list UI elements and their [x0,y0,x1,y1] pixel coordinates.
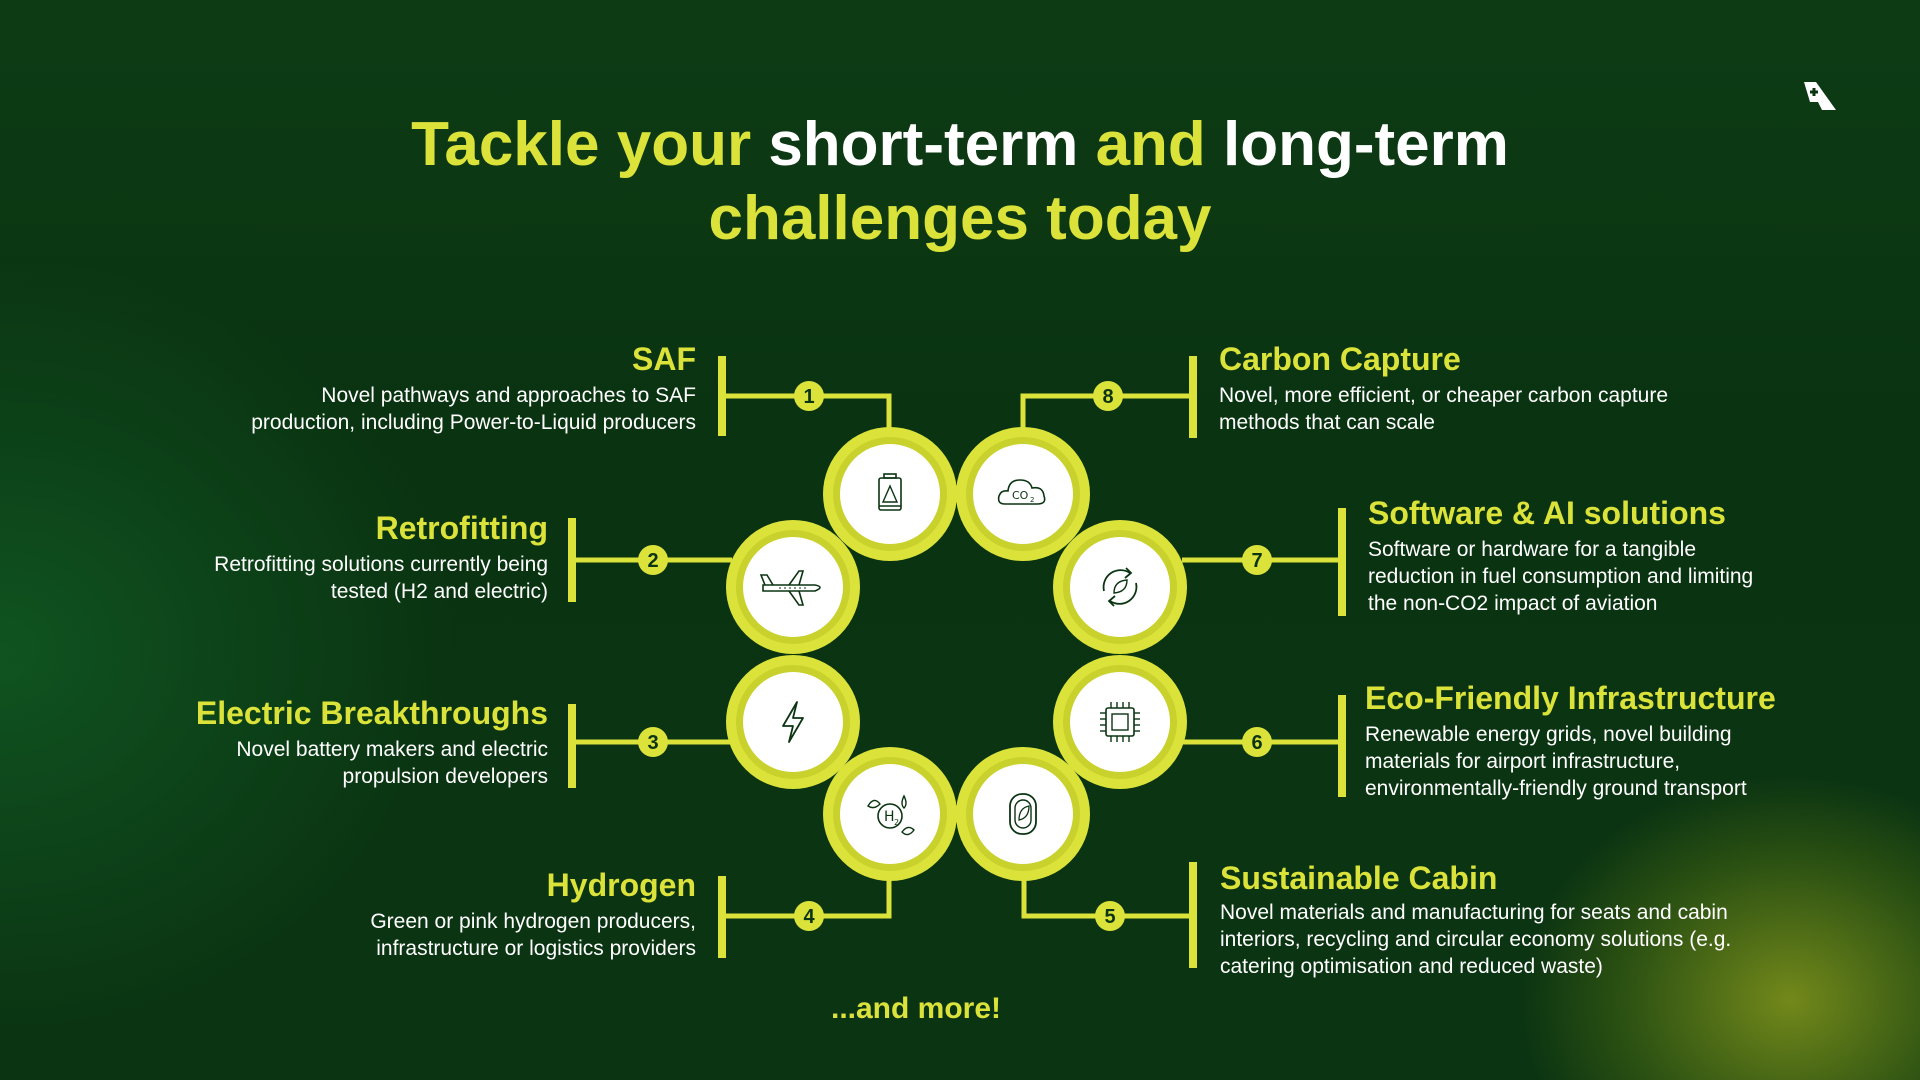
node-7-desc-2: reduction in fuel consumption and limiti… [1368,565,1754,588]
node-6-number: 6 [1251,732,1262,754]
node-1-desc-2: production, including Power-to-Liquid pr… [251,411,696,434]
node-6-circle [1053,655,1187,789]
connector-8 [1020,393,1193,440]
node-6-block: Eco-Friendly Infrastructure Renewable en… [1365,679,1776,802]
node-1-desc-1: Novel pathways and approaches to SAF [321,384,696,407]
node-7-block: Software & AI solutions Software or hard… [1368,494,1753,617]
node-7-desc-3: the non-CO2 impact of aviation [1368,592,1658,615]
node-4-desc-2: infrastructure or logistics providers [376,937,696,960]
node-4-title: Hydrogen [546,867,696,903]
node-2-title: Retrofitting [375,510,548,546]
node-5-title: Sustainable Cabin [1220,860,1498,896]
node-7-title: Software & AI solutions [1368,495,1726,531]
node-5-number: 5 [1104,906,1115,928]
node-6-desc-1: Renewable energy grids, novel building [1365,723,1732,746]
node-2-number: 2 [647,550,658,572]
node-5-desc-3: catering optimisation and reduced waste) [1220,955,1603,978]
brand-logo-icon [1804,82,1836,110]
brackets [568,356,1346,968]
node-8-desc-2: methods that can scale [1219,411,1435,434]
node-3-circle [726,655,860,789]
node-3-number: 3 [647,732,658,754]
node-4-desc-1: Green or pink hydrogen producers, [370,910,696,933]
chip-icon [1100,702,1140,742]
title-part-1: Tackle your [411,110,769,179]
node-5-desc-1: Novel materials and manufacturing for se… [1220,901,1728,924]
node-3-title: Electric Breakthroughs [195,695,548,731]
node-4-block: Hydrogen Green or pink hydrogen producer… [370,866,696,962]
node-5-circle [956,747,1090,881]
node-2-desc-2: tested (H2 and electric) [330,580,548,603]
node-8-desc-1: Novel, more efficient, or cheaper carbon… [1219,384,1669,407]
title-part-5: challenges today [708,184,1212,253]
node-2-circle [726,520,860,654]
node-8-badge: 8 [1093,381,1123,411]
node-7-desc-1: Software or hardware for a tangible [1368,538,1697,561]
recycle-leaf-icon [1102,567,1138,607]
node-1-badge: 1 [794,381,824,411]
node-8-number: 8 [1102,386,1113,408]
node-5-badge: 5 [1095,901,1125,931]
node-7-badge: 7 [1242,545,1272,575]
node-1-title: SAF [632,341,696,377]
node-3-badge: 3 [638,727,668,757]
node-8-title: Carbon Capture [1219,341,1461,377]
badges: 1 2 3 4 5 6 7 8 [638,381,1272,931]
airplane-window-leaf-icon [1009,793,1037,835]
node-6-title: Eco-Friendly Infrastructure [1365,680,1776,716]
node-6-desc-3: environmentally-friendly ground transpor… [1365,777,1747,800]
svg-text:2: 2 [1030,496,1034,504]
node-7-number: 7 [1251,550,1262,572]
node-1-number: 1 [803,386,814,408]
node-5-desc-2: interiors, recycling and circular econom… [1220,928,1732,951]
svg-text:2: 2 [894,818,899,827]
node-3-block: Electric Breakthroughs Novel battery mak… [196,694,548,790]
node-1-block: SAF Novel pathways and approaches to SAF… [251,340,696,436]
title-part-2: short-term [768,110,1079,179]
node-8-block: Carbon Capture Novel, more efficient, or… [1219,340,1668,436]
node-6-desc-2: materials for airport infrastructure, [1365,750,1681,773]
fuel-can-icon [878,473,902,511]
node-3-desc-1: Novel battery makers and electric [236,738,548,761]
node-4-badge: 4 [794,901,824,931]
node-4-number: 4 [803,906,815,928]
lightning-bolt-icon [782,701,804,743]
svg-text:H: H [884,809,895,825]
connector-5 [1021,868,1193,919]
node-6-badge: 6 [1242,727,1272,757]
svg-text:CO: CO [1012,489,1029,502]
node-7-circle [1053,520,1187,654]
node-2-badge: 2 [638,545,668,575]
node-2-desc-1: Retrofitting solutions currently being [214,553,548,576]
page-title: Tackle your short-term and long-term cha… [0,108,1920,256]
node-1-circle [823,427,957,561]
node-3-desc-2: propulsion developers [342,765,548,788]
title-part-4: long-term [1223,110,1509,179]
airplane-icon [759,570,821,606]
node-2-block: Retrofitting Retrofitting solutions curr… [214,509,548,605]
connector-4 [722,868,892,919]
title-part-3: and [1078,110,1224,179]
and-more-footer: ...and more! [830,992,1002,1025]
connectors [572,393,1342,919]
connector-1 [722,393,892,440]
node-5-block: Sustainable Cabin Novel materials and ma… [1220,859,1731,980]
